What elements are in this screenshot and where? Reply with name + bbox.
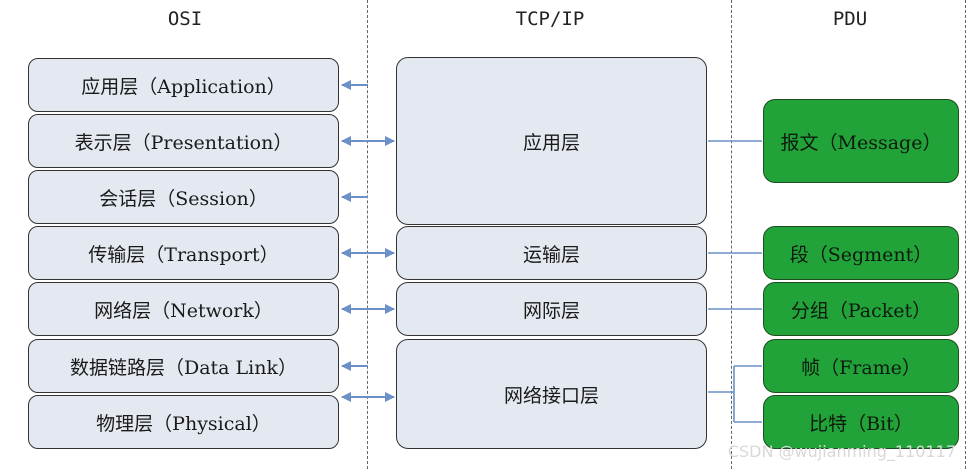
osi-header: OSI — [167, 8, 203, 30]
watermark: CSDN @wujianming_110117 — [727, 442, 956, 461]
osi-physical: 物理层（Physical） — [28, 395, 339, 449]
tcpip-application: 应用层 — [396, 57, 707, 225]
divider-right-edge — [965, 0, 966, 469]
pdu-message: 报文（Message） — [763, 99, 959, 183]
osi-application: 应用层（Application） — [28, 58, 339, 112]
divider-osi-tcpip — [367, 0, 368, 469]
osi-network: 网络层（Network） — [28, 282, 339, 336]
tcpip-transport: 运输层 — [396, 226, 707, 280]
tcpip-network-interface: 网络接口层 — [396, 339, 707, 449]
pdu-frame: 帧（Frame） — [763, 339, 959, 393]
osi-presentation: 表示层（Presentation） — [28, 114, 339, 168]
osi-datalink: 数据链路层（Data Link） — [28, 339, 339, 393]
osi-session: 会话层（Session） — [28, 170, 339, 224]
pdu-header: PDU — [832, 8, 868, 30]
tcpip-header: TCP/IP — [515, 8, 585, 30]
tcpip-internet: 网际层 — [396, 282, 707, 336]
divider-tcpip-pdu — [731, 0, 732, 469]
pdu-packet: 分组（Packet） — [763, 282, 959, 336]
osi-transport: 传输层（Transport） — [28, 226, 339, 280]
pdu-segment: 段（Segment） — [763, 226, 959, 280]
pdu-bit: 比特（Bit） — [763, 395, 959, 449]
